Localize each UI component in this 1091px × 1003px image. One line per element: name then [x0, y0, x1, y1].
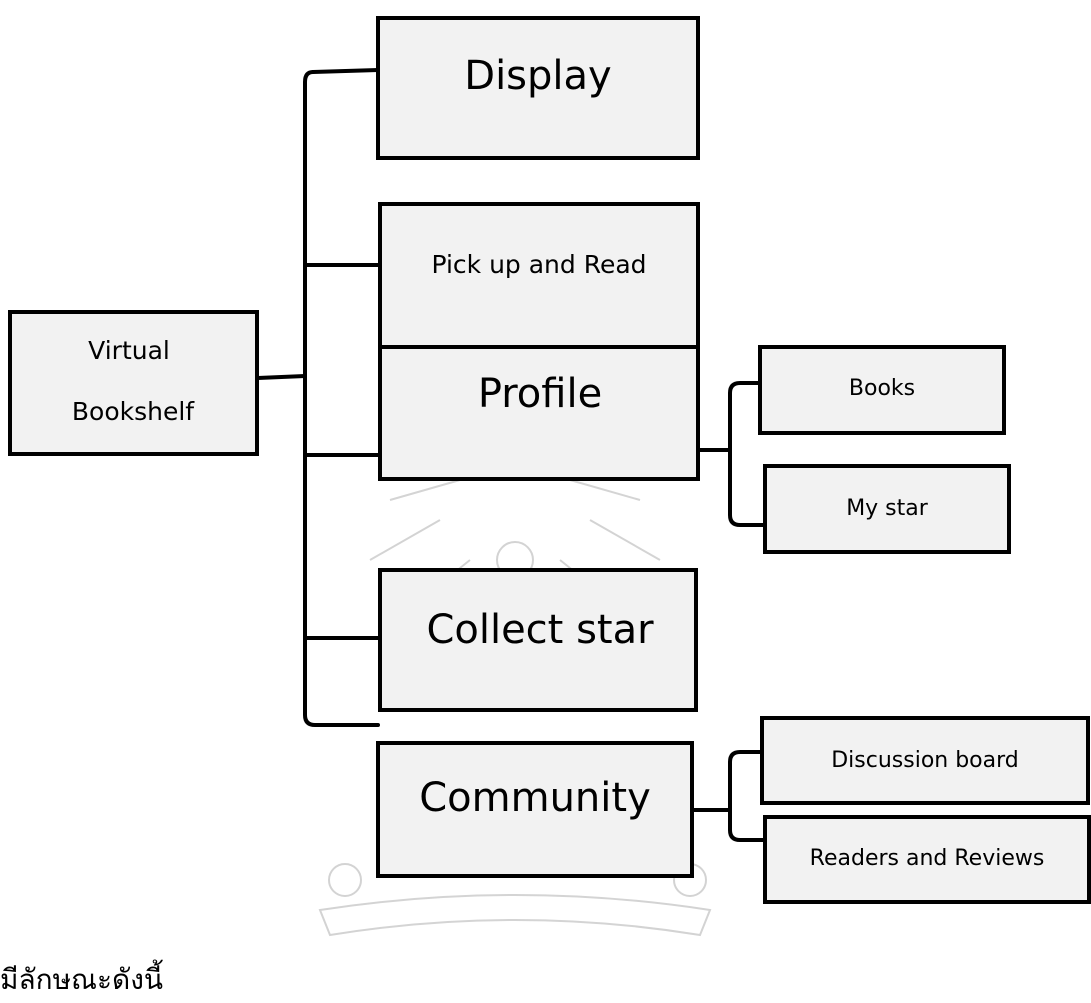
connector-main-spine [303, 70, 380, 727]
node-pick-up-and-read: Pick up and Read [378, 202, 700, 349]
connector-root-trunk [256, 374, 307, 380]
node-readers-and-reviews: Readers and Reviews [763, 815, 1091, 904]
node-discussion-board: Discussion board [760, 716, 1090, 805]
node-display: Display [376, 16, 700, 160]
node-my-star-label: My star [846, 496, 929, 521]
node-readers-and-reviews-label: Readers and Reviews [810, 846, 1045, 871]
node-my-star: My star [763, 464, 1011, 554]
node-profile-label: Profile [478, 371, 602, 417]
connector-community-branch [690, 750, 767, 842]
connector-lines [256, 68, 767, 842]
connector-display [311, 68, 380, 74]
node-community-label: Community [419, 775, 651, 821]
node-books: Books [758, 345, 1006, 435]
node-collect-star: Collect star [378, 568, 698, 712]
node-profile: Profile [378, 345, 700, 481]
node-discussion-board-label: Discussion board [831, 748, 1019, 773]
node-display-label: Display [464, 53, 611, 99]
node-community: Community [376, 741, 694, 878]
node-pick-up-and-read-label: Pick up and Read [431, 250, 646, 279]
node-collect-star-label: Collect star [426, 607, 654, 653]
node-root: Virtual Bookshelf [8, 310, 259, 456]
body-text-fragment: มีลักษณะดังนี้ [0, 963, 164, 996]
connector-profile-branch [698, 381, 767, 527]
node-root-label: Virtual Bookshelf [72, 336, 195, 426]
node-books-label: Books [849, 376, 915, 401]
